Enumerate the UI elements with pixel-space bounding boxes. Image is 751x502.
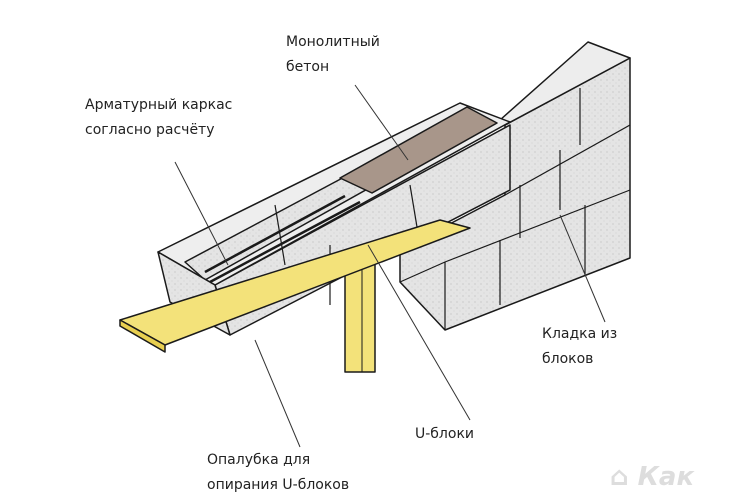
- label-line: Монолитный: [286, 34, 380, 50]
- label-line: Кладка из: [542, 326, 618, 342]
- label-ublocks: U-блоки: [415, 426, 475, 442]
- masonry-wall-right-face: [399, 57, 631, 331]
- rebar: [204, 194, 346, 274]
- watermark-logo: ⌂ Как: [610, 462, 695, 492]
- label-rebar: Арматурный каркас согласно расчёту: [85, 93, 232, 143]
- leader-lines: [174, 84, 606, 448]
- label-concrete: Монолитный бетон: [286, 30, 380, 80]
- label-line: бетон: [286, 59, 330, 75]
- label-line: опирания U-блоков: [207, 477, 350, 493]
- label-line: согласно расчёту: [85, 122, 215, 138]
- label-line: блоков: [542, 351, 594, 367]
- label-line: Опалубка для: [207, 452, 311, 468]
- label-formwork: Опалубка для опирания U-блоков: [207, 448, 349, 498]
- label-masonry: Кладка из блоков: [542, 322, 617, 372]
- label-line: Арматурный каркас: [85, 97, 233, 113]
- monolithic-concrete: [339, 106, 498, 194]
